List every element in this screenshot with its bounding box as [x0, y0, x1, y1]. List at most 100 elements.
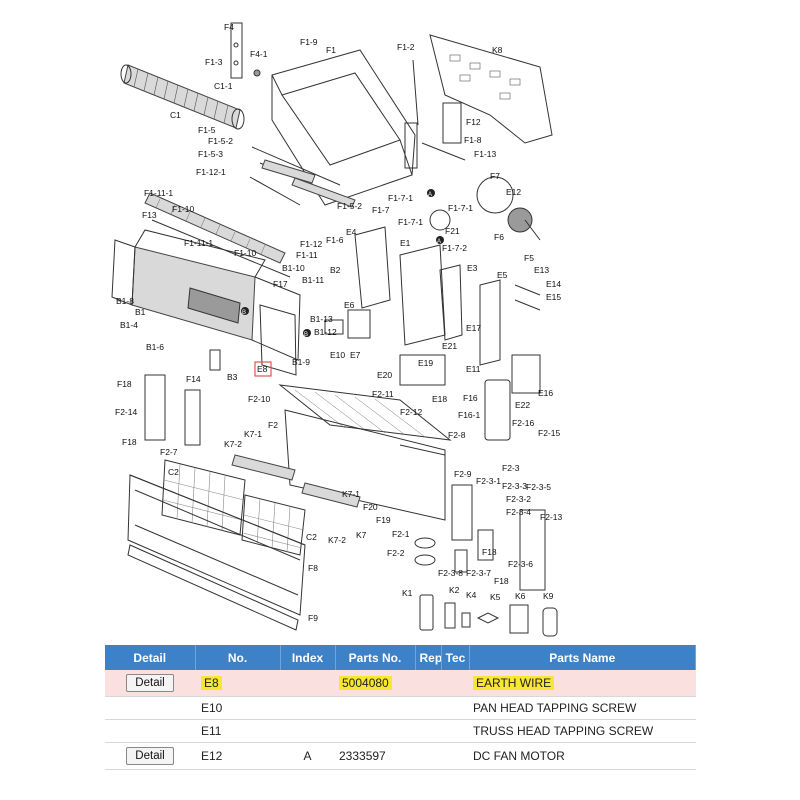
label: K2 [449, 585, 460, 595]
label: F1-5-2 [208, 136, 233, 146]
cell-rep [415, 670, 441, 697]
label: A [428, 192, 432, 198]
label: A [437, 239, 441, 245]
label: B1-11 [302, 275, 324, 285]
exploded-parts-diagram: F4 F4-1 F1-3 F1-9 F1 F1-2 K8 C1-1 C1 F1-… [100, 15, 700, 645]
label: E3 [467, 263, 478, 273]
label: E20 [377, 370, 392, 380]
label: F16-1 [458, 410, 480, 420]
label: B2 [330, 265, 341, 275]
detail-button[interactable]: Detail [126, 747, 174, 765]
label: F2-3-8 [438, 568, 463, 578]
front-panel-body [111, 229, 301, 361]
part-number-ref: E8 [201, 676, 222, 690]
cell-no: E11 [195, 719, 280, 743]
label: B1 [135, 307, 146, 317]
label: F1-7-1 [448, 203, 473, 213]
parts-number: 5004080 [339, 676, 392, 690]
label: E4 [346, 227, 357, 237]
cell-tec [441, 719, 469, 743]
label: E1 [400, 238, 411, 248]
cell-index [280, 670, 335, 697]
col-header-no: No. [195, 645, 281, 670]
cell-detail [105, 696, 195, 720]
label: F14 [186, 374, 201, 384]
cell-parts-name: PAN HEAD TAPPING SCREW [469, 696, 696, 720]
label: F19 [376, 515, 391, 525]
label: E10 [330, 350, 345, 360]
table-row: Detail E12 A 2333597 DC FAN MOTOR [105, 742, 696, 770]
label: K7-2 [224, 439, 242, 449]
cell-detail [105, 719, 195, 743]
label: F1-2 [397, 42, 415, 52]
label: B1-12 [314, 327, 337, 337]
label: F6 [494, 232, 504, 242]
cell-parts-no [335, 719, 415, 743]
label: F1-10 [172, 204, 194, 214]
label: E6 [344, 300, 355, 310]
label: B1-10 [282, 263, 305, 273]
label: F1-5-2 [337, 201, 362, 211]
diagram-svg: F4 F4-1 F1-3 F1-9 F1 F1-2 K8 C1-1 C1 F1-… [111, 22, 562, 637]
label: F2-10 [248, 394, 270, 404]
label: F2-3-7 [466, 568, 491, 578]
label: E7 [350, 350, 361, 360]
label: F2-3-3 [502, 481, 527, 491]
cell-index [280, 719, 335, 743]
label: E12 [506, 187, 521, 197]
label: E15 [546, 292, 561, 302]
label: F1-7-1 [398, 217, 423, 227]
cell-index [280, 696, 335, 720]
col-header-tec: Tec [441, 645, 470, 670]
cell-parts-name: TRUSS HEAD TAPPING SCREW [469, 719, 696, 743]
label: B1-8 [116, 296, 134, 306]
label: B [242, 310, 246, 316]
col-header-parts-name: Parts Name [469, 645, 696, 670]
table-row: E10 PAN HEAD TAPPING SCREW [105, 696, 696, 720]
label: F9 [308, 613, 318, 623]
label: F2-3-1 [476, 476, 501, 486]
label: C2 [168, 467, 179, 477]
mounting-plate [429, 34, 553, 144]
table-row: E11 TRUSS HEAD TAPPING SCREW [105, 719, 696, 743]
label: F2-16 [512, 418, 534, 428]
label: F2-3-6 [508, 559, 533, 569]
label: F2-9 [454, 469, 472, 479]
label: K7 [356, 530, 367, 540]
accessories [419, 594, 558, 637]
cell-no: E12 [195, 742, 280, 770]
label: F4 [224, 22, 234, 32]
label: E18 [432, 394, 447, 404]
callout-marker [427, 189, 435, 197]
label: F2-12 [400, 407, 422, 417]
label: F12 [466, 117, 481, 127]
part-labels: F4 F4-1 F1-3 F1-9 F1 F1-2 K8 C1-1 C1 F1-… [115, 22, 562, 623]
label: E14 [546, 279, 561, 289]
cell-parts-no [335, 696, 415, 720]
cell-no: E10 [195, 696, 280, 720]
label: K8 [492, 45, 503, 55]
label: F13 [142, 210, 157, 220]
label: F2-2 [387, 548, 405, 558]
label: F5 [524, 253, 534, 263]
label: B3 [227, 372, 238, 382]
bearing-bracket [230, 22, 261, 79]
label: B [304, 332, 308, 338]
label: F18 [117, 379, 132, 389]
label-selected-part: E8 [257, 364, 268, 374]
label: F18 [482, 547, 497, 557]
detail-button[interactable]: Detail [126, 674, 174, 692]
label: F1-7-1 [388, 193, 413, 203]
label: C2 [306, 532, 317, 542]
parts-name: EARTH WIRE [473, 676, 555, 690]
label: F2-3-4 [506, 507, 531, 517]
label: F1-5 [198, 125, 216, 135]
label: E21 [442, 341, 457, 351]
col-header-detail: Detail [105, 645, 196, 670]
label: F2-11 [372, 389, 394, 399]
cell-tec [441, 742, 469, 770]
callout-marker [241, 307, 249, 315]
callout-marker [436, 236, 444, 244]
label: E22 [515, 400, 530, 410]
label: F4-1 [250, 49, 268, 59]
